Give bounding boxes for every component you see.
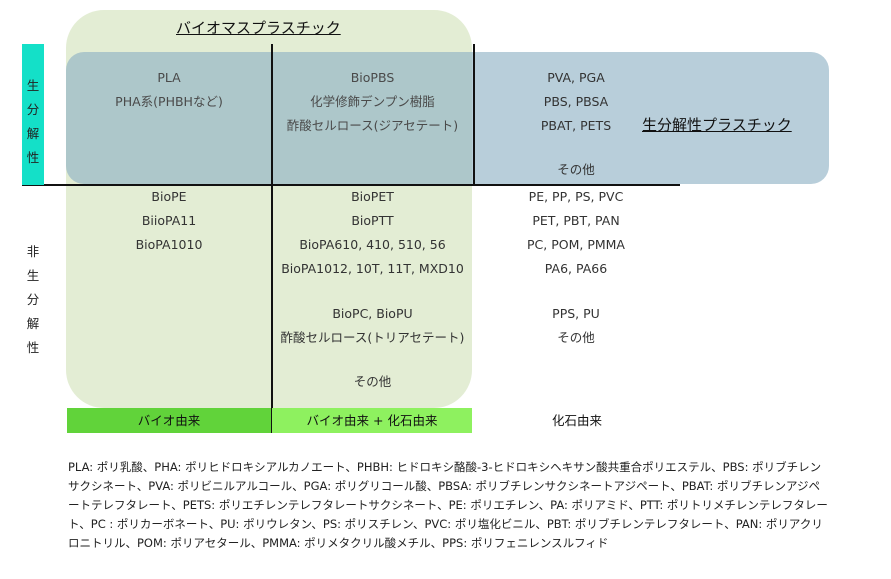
material-item: BioPA1012, 10T, 11T, MXD10 (281, 261, 464, 276)
origin-mixed-label: バイオ由来 + 化石由来 (272, 408, 472, 433)
divider-mixed-fossil (473, 44, 475, 185)
material-item: PBAT, PETS (540, 118, 612, 133)
material-item: PLA (157, 70, 181, 85)
biodegradable-plastics-region (66, 52, 829, 184)
origin-fossil-label: 化石由来 (551, 413, 602, 428)
divider-bio-mixed (271, 44, 273, 433)
row-label-char: 解 (26, 316, 40, 331)
material-item: PC, POM, PMMA (527, 237, 625, 252)
cell-nonbiodeg-fossil: PE, PP, PS, PVC PET, PBT, PAN PC, POM, P… (476, 185, 676, 281)
material-item: BioPE (151, 189, 187, 204)
cell-biodeg-bio: PLA PHA系(PHBHなど) (67, 66, 271, 114)
row-label-char: 非 (26, 244, 40, 259)
cell-nonbiodeg-mixed-lower: BioPC, BioPU 酢酸セルロース(トリアセテート) (272, 302, 473, 350)
material-item: PET, PBT, PAN (532, 213, 620, 228)
material-item: BioPA610, 410, 510, 56 (299, 237, 446, 252)
row-label-char: 分 (26, 102, 40, 117)
cell-nonbiodeg-mixed-other: その他 (353, 374, 392, 389)
cell-nonbiodeg-fossil-lower: PPS, PU その他 (476, 302, 676, 350)
material-item: PPS, PU (552, 306, 600, 321)
material-item: PVA, PGA (547, 70, 605, 85)
cell-biodeg-mixed: BioPBS 化学修飾デンプン樹脂 酢酸セルロース(ジアセテート) (272, 66, 473, 138)
cell-biodeg-fossil-other: その他 (557, 162, 595, 177)
row-label-char: 性 (26, 150, 40, 165)
row-label-char: 分 (26, 292, 40, 307)
divider-biodeg-row (22, 184, 680, 186)
row-label-char: 生 (26, 78, 40, 93)
row-label-non-biodegradable: 非 生 分 解 性 (22, 240, 44, 355)
cell-biodeg-fossil: PVA, PGA PBS, PBSA PBAT, PETS (476, 66, 676, 138)
material-item: 酢酸セルロース(ジアセテート) (286, 118, 459, 133)
material-item: BioPC, BioPU (332, 306, 413, 321)
material-item: その他 (557, 330, 595, 345)
cell-nonbiodeg-mixed: BioPET BioPTT BioPA610, 410, 510, 56 Bio… (272, 185, 473, 281)
material-item: BioPET (351, 189, 394, 204)
biomass-title: バイオマスプラスチック (176, 19, 341, 37)
material-item: PHA系(PHBHなど) (115, 94, 223, 109)
cell-nonbiodeg-bio: BioPE BiioPA11 BioPA1010 (67, 185, 271, 257)
material-item: PE, PP, PS, PVC (528, 189, 624, 204)
row-label-biodegradable: 生 分 解 性 (22, 44, 44, 185)
material-item: 酢酸セルロース(トリアセテート) (280, 330, 465, 345)
material-item: 化学修飾デンプン樹脂 (310, 94, 435, 109)
material-item: PBS, PBSA (543, 94, 609, 109)
material-item: BioPBS (350, 70, 395, 85)
row-label-char: 生 (26, 268, 40, 283)
material-item: BioPA1010 (135, 237, 203, 252)
biodegradable-title: 生分解性プラスチック (642, 116, 792, 134)
row-label-char: 解 (26, 126, 40, 141)
material-item: BiioPA11 (141, 213, 197, 228)
origin-bio-label: バイオ由来 (67, 408, 271, 433)
material-item: BioPTT (351, 213, 394, 228)
abbreviation-legend: PLA: ポリ乳酸、PHA: ポリヒドロキシアルカノエート、PHBH: ヒドロキ… (68, 460, 828, 550)
material-item: PA6, PA66 (544, 261, 608, 276)
row-label-char: 性 (26, 340, 40, 355)
